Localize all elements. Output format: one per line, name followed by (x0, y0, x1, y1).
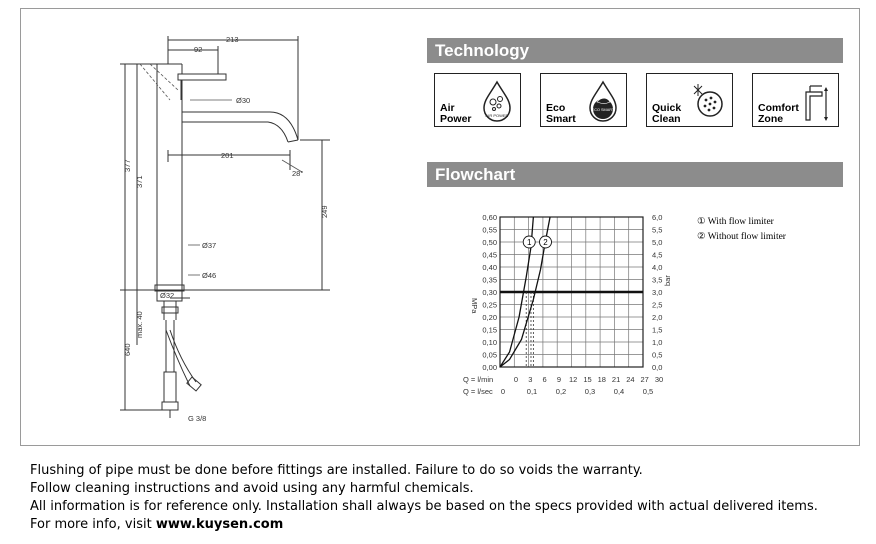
eco-smart-badge: ECO SMART (592, 108, 615, 112)
air-power-badge: AIR POWER (486, 113, 509, 118)
dim-max-40: max. 40 (135, 311, 144, 338)
feature-label: Comfort Zone (758, 102, 799, 125)
website-link[interactable]: www.kuysen.com (155, 517, 284, 532)
dim-249: 249 (320, 205, 329, 218)
flow-legend: ① With flow limiter ② Without flow limit… (697, 215, 786, 245)
dim-213: 213 (226, 35, 239, 44)
dim-base-diameter: Ø46 (202, 271, 216, 280)
feature-quick-clean: Quick Clean (646, 73, 733, 127)
dim-spout-diameter: Ø30 (236, 96, 250, 105)
feature-eco-smart: Eco Smart ECO SMART (540, 73, 627, 127)
comfort-zone-icon (805, 85, 828, 121)
feature-comfort-zone: Comfort Zone (752, 73, 839, 127)
eco-smart-icon: ECO SMART (589, 80, 617, 122)
feature-label: Eco Smart (546, 102, 576, 125)
feature-label: Air Power (440, 102, 472, 125)
dim-201: 201 (221, 151, 234, 160)
dim-640: 640 (123, 343, 132, 356)
dim-angle: 28° (292, 169, 303, 178)
note-line-4-prefix: For more info, visit (30, 517, 156, 532)
quick-clean-icon (693, 84, 723, 117)
feature-label: Quick Clean (652, 102, 682, 125)
note-line-2: Follow cleaning instructions and avoid u… (30, 481, 474, 496)
dim-371: 371 (135, 175, 144, 188)
legend-item-1: ① With flow limiter (697, 217, 774, 227)
dim-body-diameter: Ø37 (202, 241, 216, 250)
legend-item-2: ② Without flow limiter (697, 232, 786, 242)
feature-air-power: Air Power AIR POWER (434, 73, 521, 127)
dim-377: 377 (123, 159, 132, 172)
spec-sheet-frame (20, 8, 860, 446)
dim-thread: G 3/8 (188, 414, 206, 423)
dim-shank-diameter: Ø32 (160, 291, 174, 300)
note-line-4: For more info, visit www.kuysen.com (30, 516, 818, 534)
air-power-icon: AIR POWER (483, 80, 511, 122)
footer-notes: Flushing of pipe must be done before fit… (30, 462, 818, 534)
dim-92: 92 (194, 45, 202, 54)
note-line-1: Flushing of pipe must be done before fit… (30, 463, 643, 478)
note-line-3: All information is for reference only. I… (30, 499, 818, 514)
flowchart-header: Flowchart (427, 162, 843, 187)
technology-header: Technology (427, 38, 843, 63)
